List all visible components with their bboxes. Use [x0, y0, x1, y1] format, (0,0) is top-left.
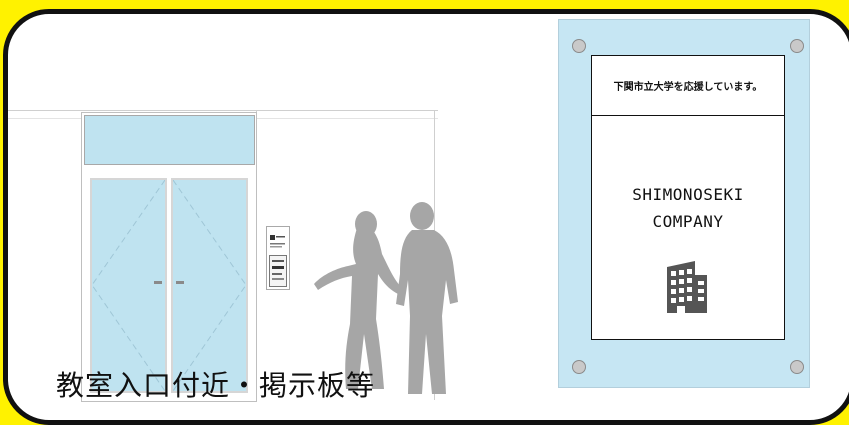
- screw-icon: [572, 360, 586, 374]
- screw-icon: [572, 39, 586, 53]
- company-name-line2: COMPANY: [652, 212, 724, 231]
- sponsor-sign: 下関市立大学を応援しています。 SHIMONOSEKI COMPANY: [591, 55, 785, 340]
- company-name-line1: SHIMONOSEKI: [632, 185, 744, 204]
- screw-icon: [790, 39, 804, 53]
- door-transom-window: [84, 115, 255, 165]
- company-name: SHIMONOSEKI COMPANY: [592, 181, 784, 235]
- office-building-icon: [667, 261, 707, 313]
- sign-header: 下関市立大学を応援しています。: [592, 56, 784, 116]
- location-caption: 教室入口付近・掲示板等: [56, 369, 376, 402]
- bulletin-board: [266, 226, 290, 290]
- poster-notice: [269, 255, 287, 287]
- left-glass-door: [90, 178, 167, 393]
- wall-top-line: [8, 110, 438, 111]
- screw-icon: [790, 360, 804, 374]
- right-glass-door: [171, 178, 248, 393]
- people-silhouette-icon: [314, 202, 458, 394]
